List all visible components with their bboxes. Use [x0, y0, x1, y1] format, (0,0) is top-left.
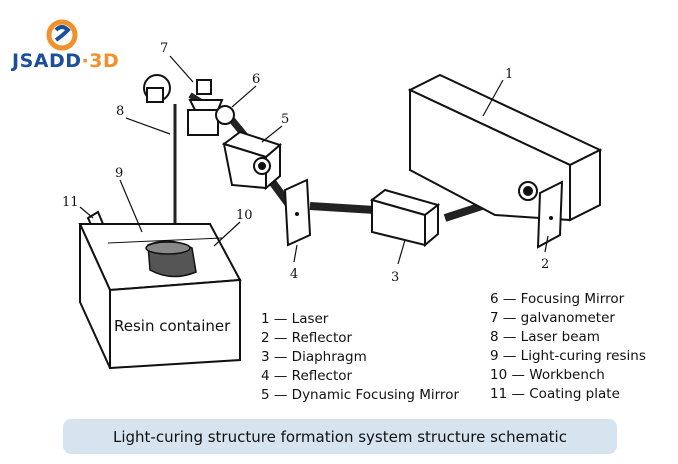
legend-item: 3 — Diaphragm	[261, 349, 367, 365]
callout-4: 4	[290, 267, 298, 282]
brand-separator: ·	[81, 50, 90, 72]
legend-item: 9 — Light-curing resins	[490, 348, 646, 364]
callout-2: 2	[541, 257, 549, 272]
callout-3: 3	[391, 270, 399, 285]
callout-11: 11	[62, 195, 79, 210]
callout-7: 7	[160, 41, 168, 56]
legend-item: 11 — Coating plate	[490, 386, 620, 402]
callout-9: 9	[115, 166, 123, 181]
s-swirl-logo-icon	[46, 19, 78, 51]
legend-item: 10 — Workbench	[490, 367, 605, 383]
legend-item: 1 — Laser	[261, 311, 329, 327]
legend-item: 2 — Reflector	[261, 330, 353, 346]
legend-item: 5 — Dynamic Focusing Mirror	[261, 387, 459, 403]
callout-8: 8	[116, 104, 124, 119]
brand-suffix: 3D	[89, 50, 120, 72]
workpiece	[145, 240, 197, 278]
reflector-2	[536, 180, 564, 249]
dynamic-focusing-mirror	[221, 130, 283, 191]
resin-container-label: Resin container	[114, 317, 231, 335]
laser-unit	[407, 73, 603, 222]
legend-right: 6 — Focusing Mirror 7 — galvanometer 8 —…	[490, 290, 646, 404]
diaphragm	[369, 188, 441, 248]
reflector-4	[283, 178, 312, 247]
legend-left: 1 — Laser 2 — Reflector 3 — Diaphragm 4 …	[261, 310, 459, 405]
callout-lines	[79, 55, 549, 265]
legend-item: 7 — galvanometer	[490, 310, 615, 326]
callout-10: 10	[236, 208, 253, 223]
legend-item: 8 — Laser beam	[490, 329, 600, 345]
callout-numbers: 1 2 3 4 5 6 7 8 9 10 11	[62, 41, 549, 285]
legend-item: 6 — Focusing Mirror	[490, 291, 625, 307]
figure-caption: Light-curing structure formation system …	[63, 419, 617, 454]
callout-6: 6	[252, 72, 260, 87]
legend-item: 4 — Reflector	[261, 368, 353, 384]
brand-logo-text: JSADD·3D	[12, 50, 119, 72]
galvanometer-assembly	[143, 74, 235, 136]
callout-1: 1	[505, 67, 513, 82]
brand-name: JSADD	[12, 50, 82, 72]
caption-text: Light-curing structure formation system …	[113, 427, 567, 446]
callout-5: 5	[281, 112, 289, 127]
